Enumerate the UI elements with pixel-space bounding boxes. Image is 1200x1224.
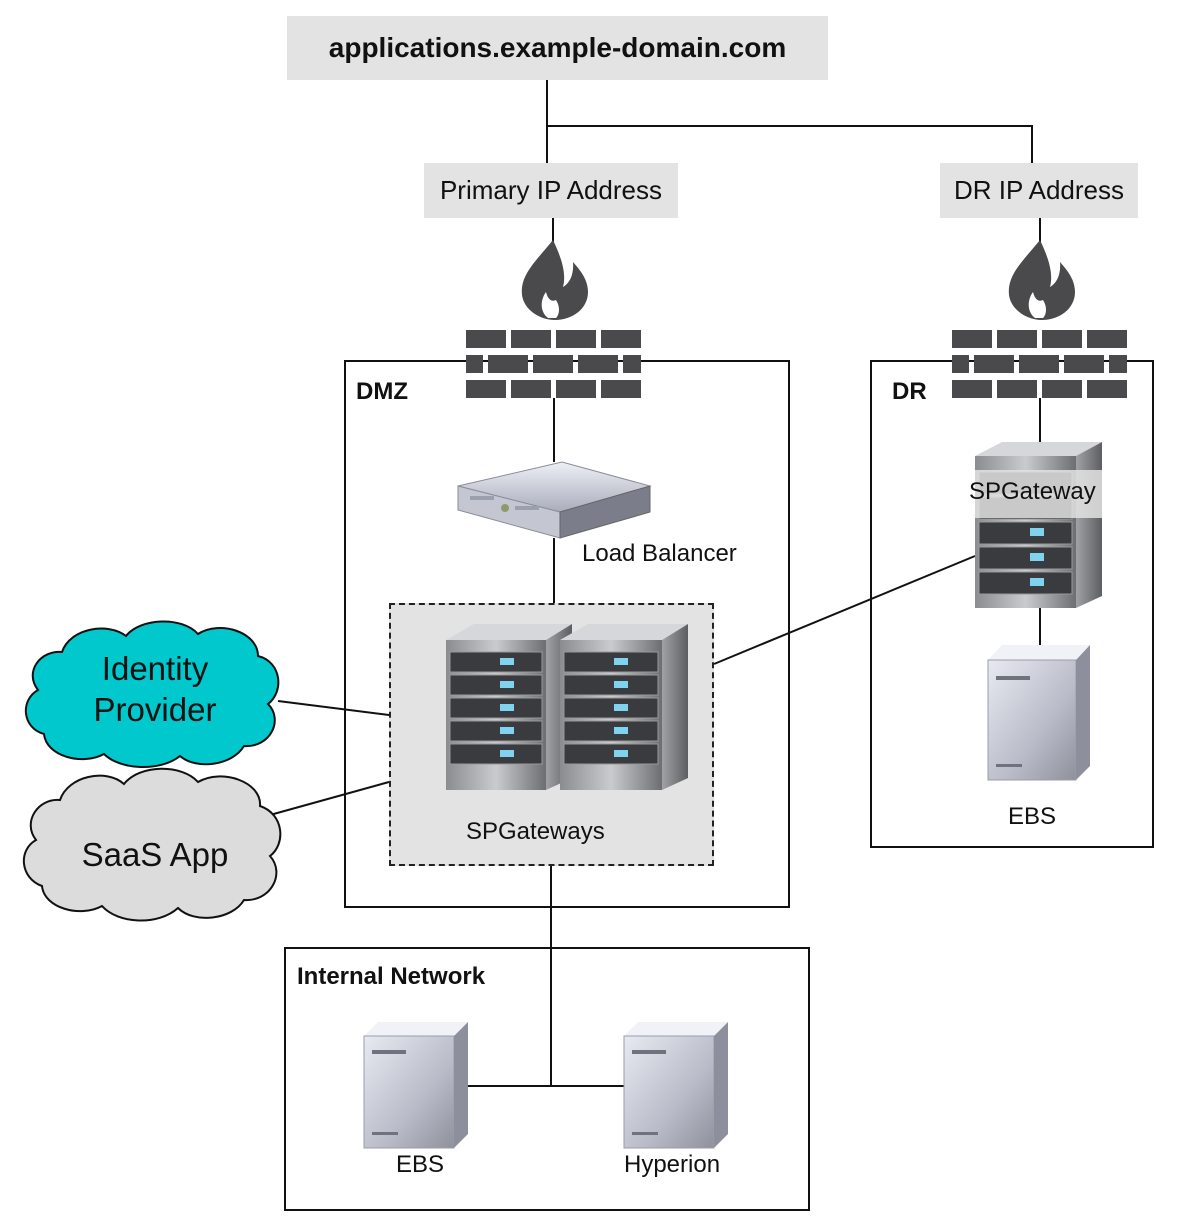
identity-provider-line-1: Identity: [101, 650, 209, 687]
sp-gateways-label: SPGateways: [466, 818, 605, 845]
hyperion-label: Hyperion: [624, 1151, 721, 1178]
dr-ip-label: DR IP Address: [940, 163, 1138, 218]
internal-ebs-server-icon: [363, 1022, 468, 1149]
identity-provider-label: Identity Provider: [60, 648, 250, 730]
saas-app-label: SaaS App: [81, 836, 229, 873]
internal-network-title: Internal Network: [297, 963, 486, 990]
sp-gateway-rack-1-icon: [446, 624, 572, 790]
load-balancer-icon: [457, 461, 652, 539]
line-domain-to-ips: [546, 80, 1033, 163]
dr-sp-gateway-rack-icon: [975, 442, 1102, 608]
line-idp-to-gateways: [277, 700, 390, 716]
identity-provider-line-2: Provider: [93, 691, 217, 728]
connector-lines: [269, 80, 1041, 1087]
dr-ebs-label: EBS: [1008, 803, 1057, 830]
dr-firewall-icon: [952, 240, 1127, 398]
hyperion-server-icon: [623, 1022, 728, 1149]
saas-app-cloud-icon: [22, 767, 282, 922]
sp-gateway-rack-2-icon: [560, 624, 688, 790]
internal-ebs-label: EBS: [396, 1151, 445, 1178]
dmz-title: DMZ: [356, 378, 408, 405]
line-gateways-to-drgateway: [713, 555, 976, 665]
dr-ebs-server-icon: [987, 645, 1090, 781]
domain-label: applications.example-domain.com: [287, 16, 828, 80]
primary-ip-label: Primary IP Address: [424, 163, 678, 218]
dr-sp-gateway-label: SPGateway: [969, 478, 1096, 505]
line-saas-to-gateways: [269, 781, 390, 816]
load-balancer-label: Load Balancer: [582, 540, 737, 567]
primary-firewall-icon: [466, 240, 641, 398]
internal-network-zone: Internal Network: [284, 947, 810, 1211]
identity-provider-cloud-icon: [24, 620, 280, 768]
dr-title: DR: [892, 378, 927, 405]
